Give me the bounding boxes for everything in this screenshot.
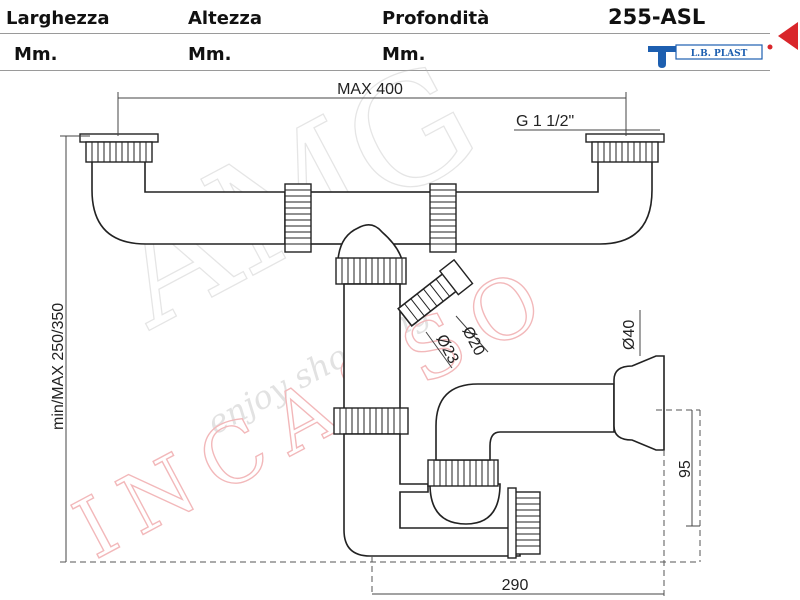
- height-unit: Mm.: [188, 44, 232, 65]
- vertical-pipe: [343, 283, 401, 411]
- left-nut: [284, 183, 312, 253]
- header-divider-top: [0, 33, 770, 34]
- height-text: min/MAX 250/350: [50, 303, 67, 430]
- red-triangle-icon[interactable]: [778, 22, 798, 50]
- trap-nut: [427, 459, 499, 487]
- depth-label: Profondità: [382, 8, 490, 29]
- depth-290-text: 290: [502, 577, 529, 594]
- left-outlet: [79, 133, 159, 163]
- product-code: 255-ASL: [608, 5, 706, 29]
- height-label: Altezza: [188, 8, 263, 29]
- depth-unit: Mm.: [382, 44, 426, 65]
- logo-text: L.B. PLAST: [691, 49, 748, 59]
- header-divider-bottom: [0, 70, 770, 71]
- trap-bowl: [429, 483, 501, 525]
- thread-text: G 1 1/2": [516, 113, 574, 130]
- width-label: Larghezza: [6, 8, 110, 29]
- tee-nut: [335, 257, 407, 285]
- lb-plast-logo: L.B. PLAST: [648, 44, 773, 68]
- tee-funnel: [337, 224, 404, 261]
- wall-flange: [613, 355, 665, 451]
- outlet-nut: [507, 487, 541, 559]
- trap-upper-pipe: [435, 383, 615, 461]
- lower-nut: [333, 407, 409, 435]
- right-outlet: [585, 133, 665, 163]
- offset-95-text: 95: [677, 460, 694, 478]
- width-unit: Mm.: [14, 44, 58, 65]
- right-nut: [429, 183, 457, 253]
- angled-inlet: [397, 258, 474, 328]
- max-width-text: MAX 400: [337, 81, 403, 98]
- diameter-40-text: Ø40: [621, 320, 638, 350]
